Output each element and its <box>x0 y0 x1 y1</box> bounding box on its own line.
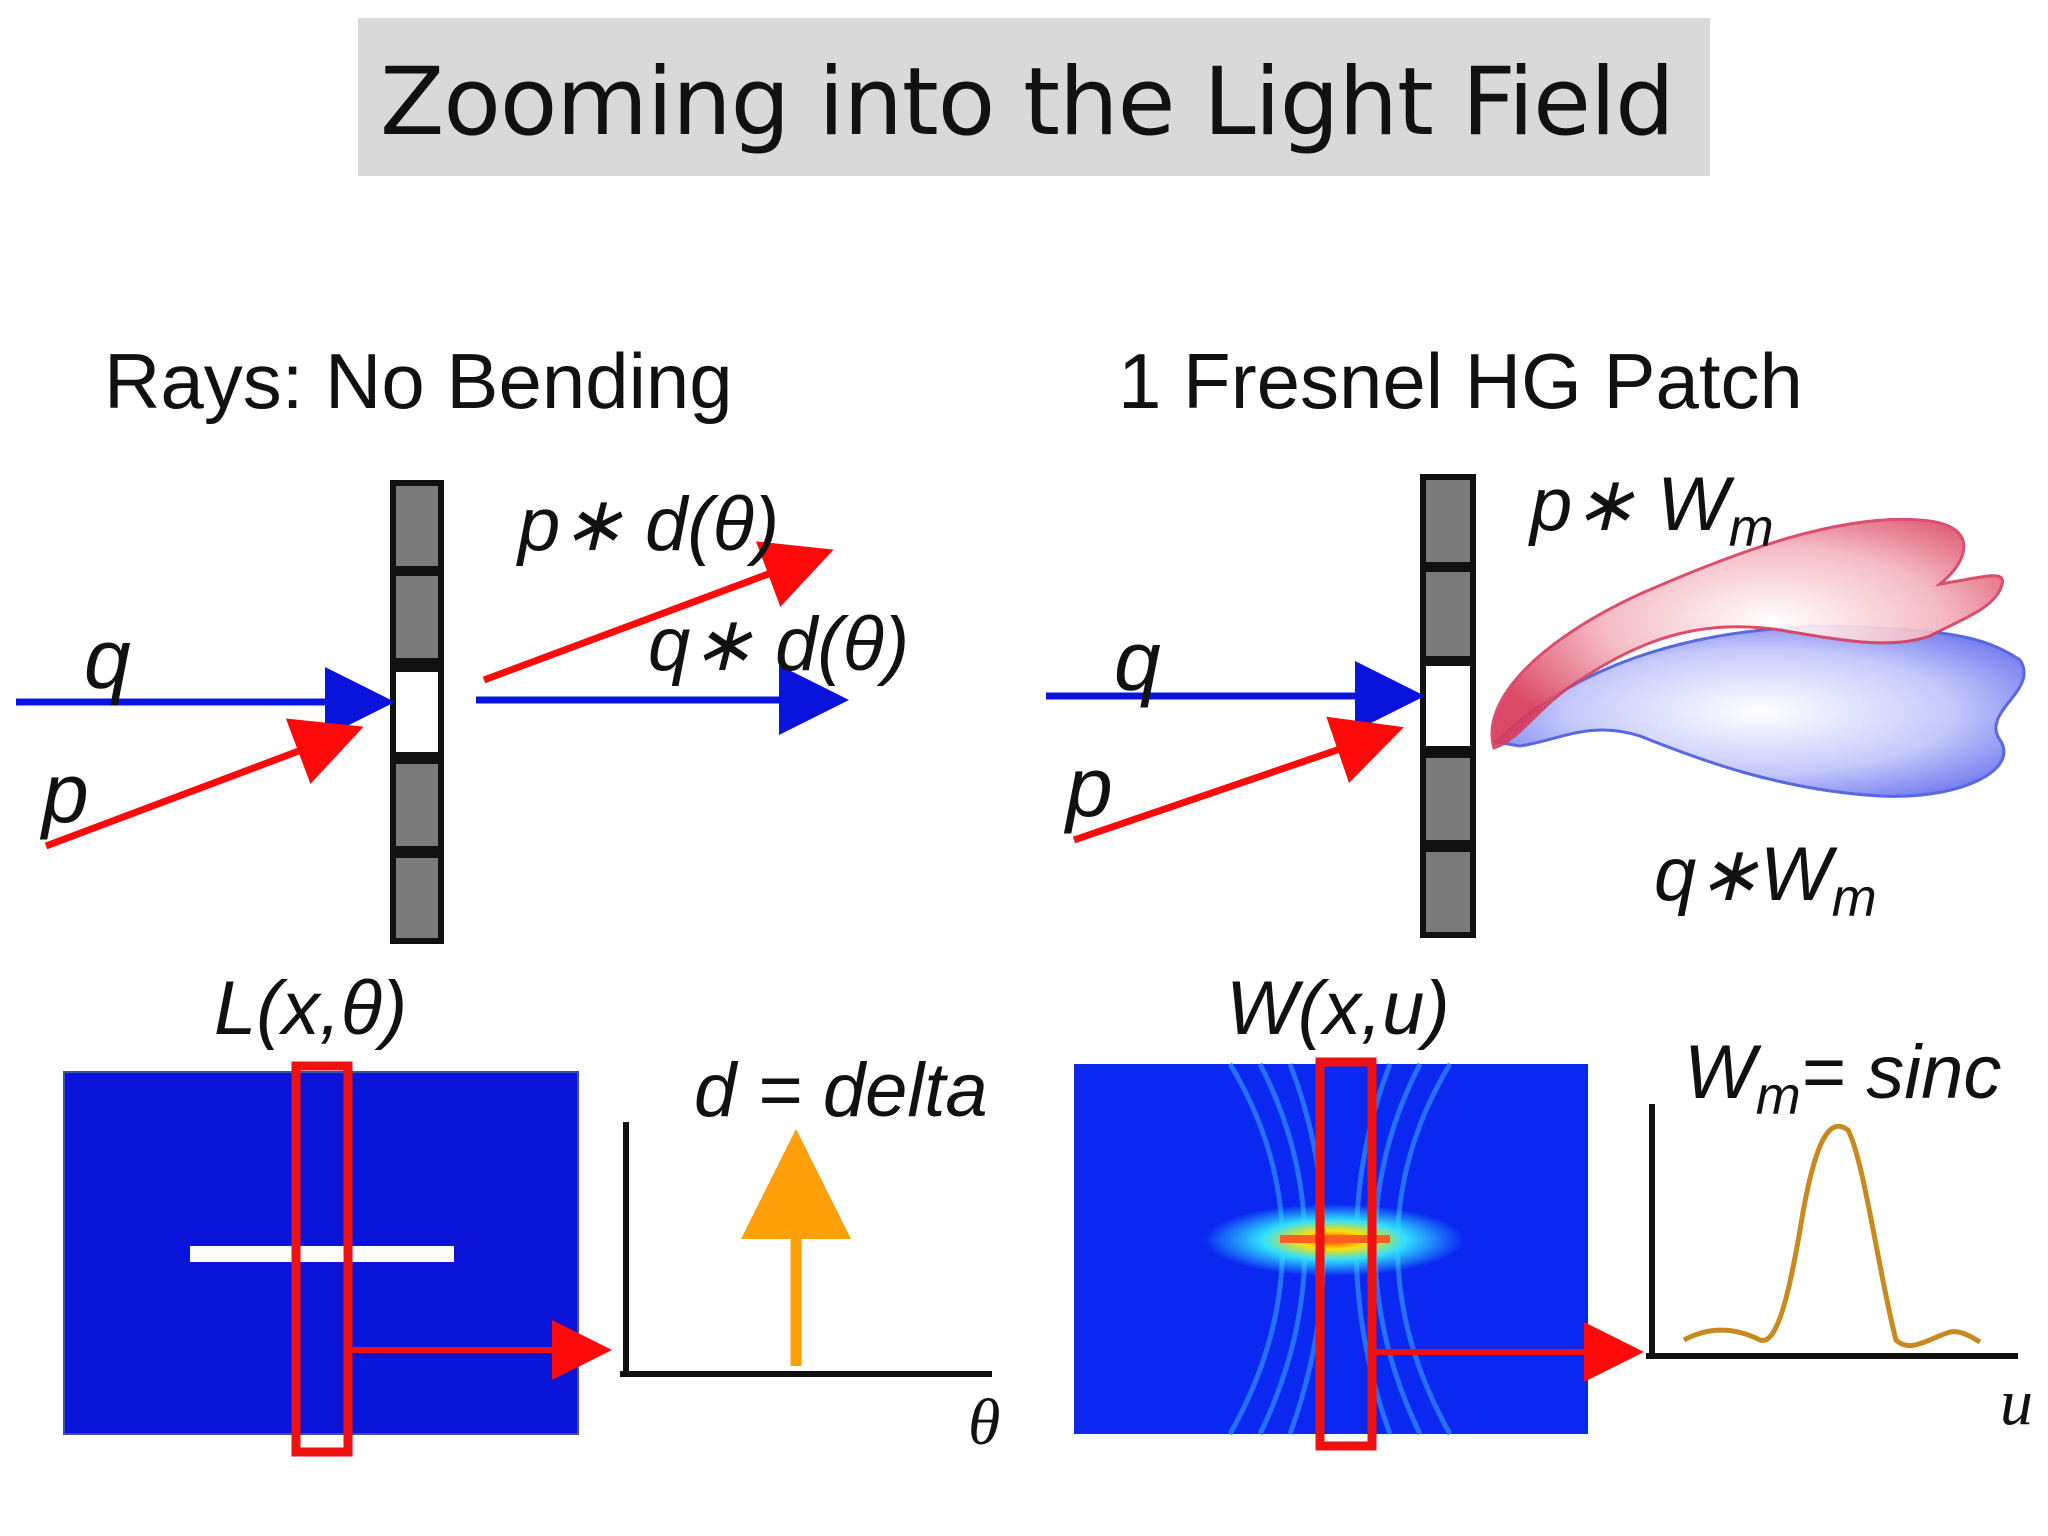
left-light-field-map <box>63 1071 579 1435</box>
right-slice-highlight <box>1315 1057 1377 1451</box>
svg-text:q∗Wm: q∗Wm <box>1654 832 1877 928</box>
right-ray-p-label: p <box>1063 740 1113 834</box>
left-ray-q-label: q <box>84 612 131 706</box>
left-ray-p <box>44 718 364 850</box>
wigner-lobes <box>1490 517 2026 798</box>
left-out-ray-p <box>482 541 834 684</box>
left-axis-label: θ <box>968 1386 1000 1459</box>
right-axis-label: u <box>2000 1366 2033 1439</box>
title-banner: Zooming into the Light Field <box>358 18 1710 176</box>
left-plot-label: d = delta <box>694 1048 988 1133</box>
right-out-p-sub: m <box>1729 498 1774 558</box>
lobe-p <box>1490 517 2004 750</box>
right-map-label: W(x,u) <box>1226 966 1450 1051</box>
right-out-q-sub: m <box>1832 868 1877 928</box>
left-out-p-label: p∗ d(θ) <box>516 482 779 567</box>
right-plot-label: W <box>1684 1030 1762 1115</box>
right-ray-p <box>1072 716 1404 844</box>
right-wigner-map <box>1074 1062 1588 1436</box>
right-mask-column <box>1420 474 1476 938</box>
left-delta-plot <box>620 1122 992 1377</box>
left-slice-highlight <box>291 1061 353 1457</box>
left-mask-column <box>390 480 444 944</box>
left-ray-p-label: p <box>39 746 89 840</box>
left-out-q-label: q∗ d(θ) <box>648 602 909 687</box>
right-sinc-plot <box>1646 1104 2018 1359</box>
right-plot-sub: m <box>1756 1066 1801 1126</box>
sinc-curve <box>1682 1123 1982 1348</box>
svg-text:p∗ Wm: p∗ Wm <box>1528 462 1774 558</box>
right-plot-label-rest: = sinc <box>1801 1030 2002 1115</box>
right-out-q-label: q∗W <box>1654 832 1838 917</box>
right-heading: 1 Fresnel HG Patch <box>1118 337 1803 425</box>
slide-title: Zooming into the Light Field <box>380 48 1675 157</box>
right-out-p-label: p∗ W <box>1528 462 1735 547</box>
svg-text:Wm= sinc: Wm= sinc <box>1684 1030 2001 1126</box>
left-map-label: L(x,θ) <box>214 966 407 1051</box>
right-ray-q-label: q <box>1114 614 1161 708</box>
left-heading: Rays: No Bending <box>104 337 733 425</box>
